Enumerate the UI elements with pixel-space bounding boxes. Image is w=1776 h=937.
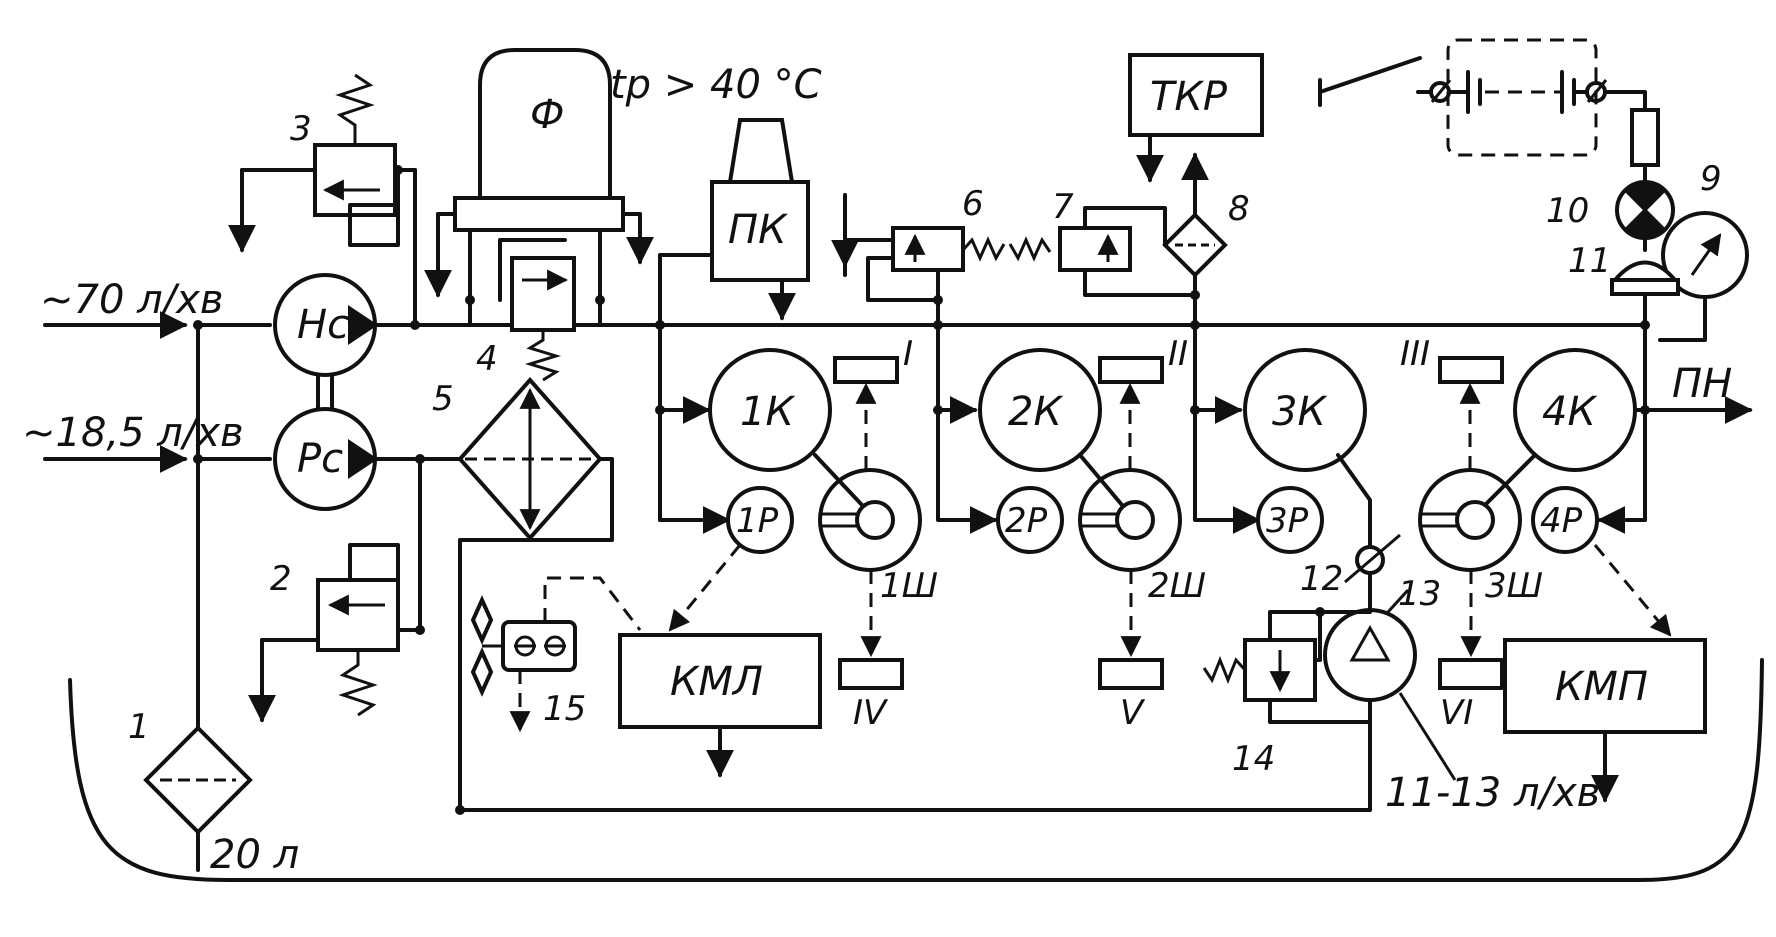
- roman-label-iii: III: [1400, 334, 1430, 374]
- pk-block: [655, 118, 810, 522]
- regulator-3p-label: 3Р: [1266, 501, 1309, 541]
- regulator-1p-icon: [726, 486, 794, 554]
- filter-8-icon: [1162, 152, 1228, 412]
- number-6: 6: [962, 184, 984, 224]
- gear-2sh-label: 2Ш: [1148, 566, 1206, 606]
- regulator-4p-label: 4Р: [1540, 501, 1583, 541]
- gear-1sh-icon: [813, 453, 922, 572]
- valve-7-icon: [1008, 206, 1197, 297]
- roman-label-ii: II: [1168, 334, 1188, 374]
- regulator-3p-icon: [1256, 486, 1324, 554]
- kml-block: [618, 633, 822, 729]
- filter-tank-label: Ф: [530, 92, 564, 138]
- regulator-2p-label: 2Р: [1005, 501, 1048, 541]
- pressure-switch-11-icon: [1610, 260, 1680, 296]
- number-2: 2: [270, 559, 292, 599]
- valve-14-icon: [1202, 607, 1372, 724]
- main-pump-flow-label: ~70 л/хв: [40, 277, 223, 323]
- control-pump-icon: [273, 407, 378, 511]
- number-7: 7: [1052, 187, 1074, 227]
- warning-lamp-10-icon: [1615, 180, 1675, 240]
- tkr-block: [1128, 53, 1264, 137]
- pn-label: ПН: [1672, 361, 1732, 407]
- kmp-label: КМП: [1555, 664, 1648, 710]
- clutch-2k-icon: [978, 348, 1102, 472]
- clutch-3k-label: 3К: [1272, 389, 1327, 435]
- relief-valve-3-icon: [228, 73, 417, 327]
- kmp-block: [1503, 638, 1707, 734]
- control-pump-flow-label: ~18,5 л/хв: [22, 410, 244, 456]
- clutch-1k-label: 1К: [740, 389, 795, 435]
- roman-label-i: I: [903, 334, 913, 374]
- sensor-ii-icon: [1098, 356, 1164, 384]
- fuse-icon: [1630, 108, 1660, 167]
- relief-valve-2-icon: [248, 543, 425, 723]
- number-1: 1: [128, 707, 150, 747]
- number-3: 3: [290, 109, 312, 149]
- pk-label: ПК: [728, 207, 788, 253]
- sensor-v-icon: [1098, 658, 1164, 690]
- main-pump-label: Hс: [297, 302, 349, 348]
- temperature-label: tр > 40 °C: [610, 62, 822, 108]
- valve-6-icon: [831, 193, 1006, 412]
- check-valve-12-icon: [1344, 533, 1401, 584]
- roman-label-iv: IV: [853, 693, 889, 733]
- lube-pump-13-icon: [455, 608, 1417, 815]
- unit-15-icon: [470, 576, 642, 733]
- number-9: 9: [1700, 159, 1722, 199]
- lube-pump-flow-label: 11-13 л/хв: [1385, 770, 1600, 816]
- clutch-3k-icon: [1243, 348, 1367, 472]
- regulator-2p-icon: [996, 486, 1064, 554]
- filter-tank-block: [424, 48, 654, 327]
- control-pump-label: Pс: [297, 436, 343, 482]
- battery-circuit-icon: [1318, 38, 1647, 157]
- clutch-4k-label: 4К: [1542, 389, 1597, 435]
- number-10: 10: [1546, 191, 1589, 231]
- relief-valve-4-icon: [498, 238, 576, 382]
- number-4: 4: [476, 339, 498, 379]
- clutch-2k-label: 2К: [1008, 389, 1063, 435]
- number-12: 12: [1300, 559, 1343, 599]
- gear-3sh-label: 3Ш: [1485, 566, 1543, 606]
- sensor-iii-icon: [1438, 356, 1504, 384]
- number-11: 11: [1568, 241, 1611, 281]
- number-5: 5: [432, 379, 454, 419]
- gear-3sh-icon: [1418, 453, 1537, 572]
- tank-volume-label: 20 л: [210, 832, 299, 878]
- roman-label-vi: VI: [1440, 693, 1473, 733]
- number-14: 14: [1232, 739, 1275, 779]
- sensor-vi-icon: [1438, 658, 1504, 690]
- filter-1-icon: [143, 725, 253, 872]
- sensor-iv-icon: [838, 658, 904, 690]
- tank-outline: [68, 658, 1764, 882]
- tkr-label: ТКР: [1150, 74, 1228, 120]
- regulator-4p-icon: [1531, 486, 1599, 554]
- kml-label: КМЛ: [670, 659, 763, 705]
- pressure-gauge-9-icon: [1661, 211, 1749, 299]
- gear-1sh-label: 1Ш: [880, 566, 938, 606]
- number-15: 15: [543, 689, 586, 729]
- regulator-1p-label: 1Р: [736, 501, 779, 541]
- sensor-i-icon: [833, 356, 899, 384]
- clutch-1k-icon: [708, 348, 832, 472]
- gear-2sh-icon: [1078, 453, 1182, 572]
- number-8: 8: [1228, 189, 1250, 229]
- heat-exchanger-5-icon: [457, 376, 603, 542]
- roman-label-v: V: [1120, 693, 1146, 733]
